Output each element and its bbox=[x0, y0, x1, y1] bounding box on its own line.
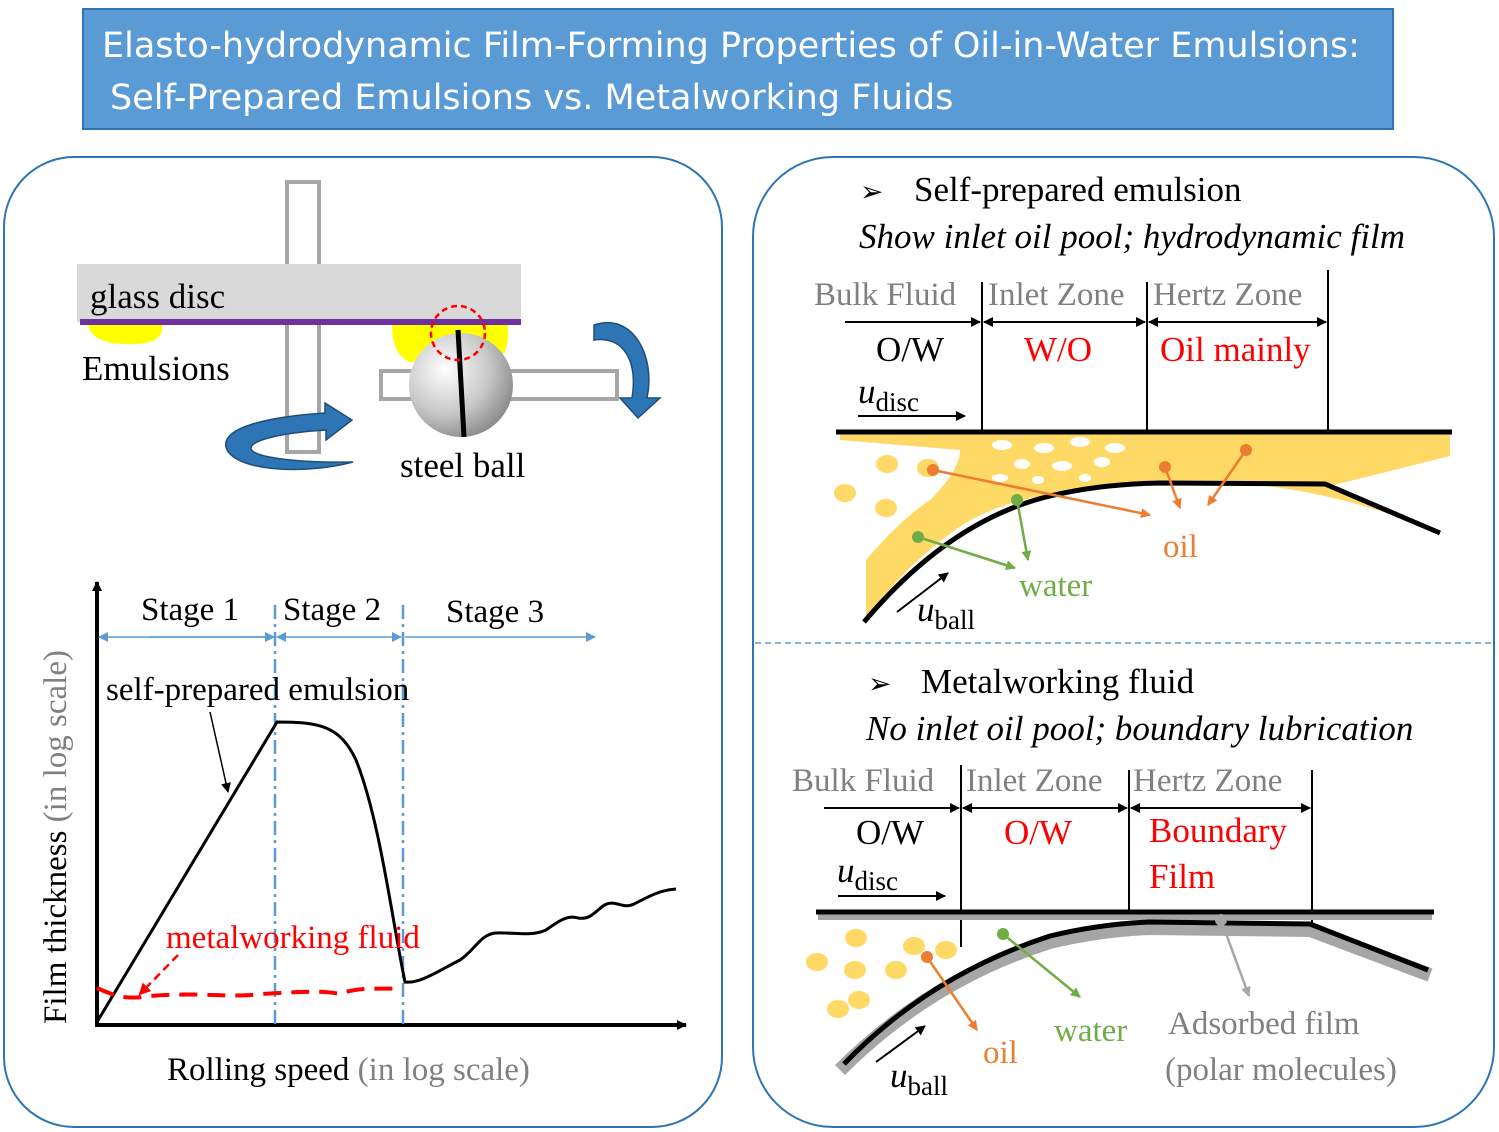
stage3-label: Stage 3 bbox=[446, 594, 544, 630]
self-prepared-title: Self-prepared emulsion bbox=[914, 170, 1242, 209]
right-panel-frame bbox=[752, 156, 1495, 1128]
phase-hertz-bottom-1: Boundary bbox=[1149, 811, 1288, 850]
metalworking-bullet-arrow: ➢ bbox=[868, 667, 891, 700]
phase-inlet-top: W/O bbox=[1024, 330, 1092, 369]
film-thickness-graph: Stage 1 Stage 2 Stage 3 self-prepared em… bbox=[38, 581, 687, 1088]
metalworking-subtitle: No inlet oil pool; boundary lubrication bbox=[865, 709, 1413, 748]
u-ball-arrow-top bbox=[896, 572, 949, 613]
title-line-1: Elasto-hydrodynamic Film-Forming Propert… bbox=[102, 26, 1360, 66]
zone-hertz-bottom: Hertz Zone bbox=[1133, 763, 1282, 799]
water-label-top: water bbox=[1019, 568, 1092, 604]
metalworking-pointer bbox=[138, 954, 179, 996]
zone-inlet-top: Inlet Zone bbox=[988, 277, 1125, 313]
phase-bulk-top: O/W bbox=[876, 330, 944, 369]
zone-hertz-top: Hertz Zone bbox=[1153, 277, 1302, 313]
self-prepared-label: self-prepared emulsion bbox=[106, 672, 409, 708]
oil-pointer-2-top bbox=[1163, 466, 1182, 509]
metalworking-fluid-curve bbox=[96, 986, 401, 1000]
self-prepared-subtitle: Show inlet oil pool; hydrodynamic film bbox=[859, 217, 1405, 256]
title-line-2: Self-Prepared Emulsions vs. Metalworking… bbox=[110, 78, 954, 118]
phase-hertz-top: Oil mainly bbox=[1160, 330, 1311, 369]
disc-purple-layer bbox=[80, 319, 521, 325]
water-pointer-bottom bbox=[1002, 933, 1081, 998]
title-banner: Elasto-hydrodynamic Film-Forming Propert… bbox=[82, 8, 1394, 130]
oil-label-bottom: oil bbox=[983, 1035, 1018, 1071]
contact-highlight-circle bbox=[429, 304, 487, 362]
ball-rotation-arrow bbox=[593, 322, 662, 420]
water-pointer-1-top bbox=[1015, 499, 1032, 561]
metalworking-label: metalworking fluid bbox=[166, 920, 420, 956]
steel-ball-label: steel ball bbox=[400, 446, 526, 485]
zone-bulk-fluid-top: Bulk Fluid bbox=[814, 277, 957, 313]
oil-pointer-bottom bbox=[925, 956, 979, 1031]
stage1-label: Stage 1 bbox=[141, 592, 239, 628]
glass-disc-label: glass disc bbox=[90, 277, 225, 316]
u-disc-label-top: udisc bbox=[858, 372, 919, 417]
adsorbed-film-ball bbox=[835, 920, 1433, 1075]
apparatus-illustration: glass disc Emulsions steel ball bbox=[77, 180, 662, 485]
u-ball-label-top: uball bbox=[917, 590, 975, 635]
oil-label-top: oil bbox=[1163, 529, 1198, 565]
ball-axis-line bbox=[455, 329, 467, 438]
disc-rotation-arrow bbox=[225, 401, 354, 471]
u-disc-label-bottom: udisc bbox=[837, 851, 898, 896]
metalworking-title: Metalworking fluid bbox=[921, 662, 1195, 701]
adsorbed-film-label-2: (polar molecules) bbox=[1165, 1052, 1397, 1088]
glass-disc bbox=[77, 264, 521, 322]
ball-surface-top bbox=[862, 480, 1441, 624]
metalworking-section: ➢ Metalworking fluid No inlet oil pool; … bbox=[792, 662, 1434, 1101]
oil-droplets-bulk-top bbox=[834, 455, 946, 565]
oil-pool-top bbox=[840, 434, 1450, 620]
self-prepared-bullet-arrow: ➢ bbox=[860, 175, 883, 208]
water-label-bottom: water bbox=[1054, 1013, 1127, 1049]
stage2-label: Stage 2 bbox=[283, 592, 381, 628]
x-axis-label: Rolling speed (in log scale) bbox=[167, 1052, 530, 1088]
adsorbed-pointer bbox=[1219, 919, 1251, 997]
left-panel-frame bbox=[3, 156, 723, 1128]
self-prepared-emulsion-curve bbox=[95, 720, 677, 1023]
adsorbed-film-label-1: Adsorbed film bbox=[1168, 1006, 1360, 1042]
oil-pointer-1-top bbox=[932, 468, 1151, 519]
zone-bulk-fluid-bottom: Bulk Fluid bbox=[792, 763, 935, 799]
ball-surface-bottom bbox=[842, 919, 1429, 1066]
oil-droplets-bulk-bottom bbox=[806, 929, 957, 1018]
emulsion-blob-left bbox=[88, 325, 163, 345]
water-droplets-inlet-top bbox=[992, 437, 1125, 484]
phase-hertz-bottom-2: Film bbox=[1149, 857, 1215, 896]
phase-inlet-bottom: O/W bbox=[1004, 813, 1072, 852]
zone-inlet-bottom: Inlet Zone bbox=[966, 763, 1103, 799]
oil-pointer-3-top bbox=[1206, 449, 1248, 506]
u-ball-arrow-bottom bbox=[875, 1025, 926, 1063]
emulsions-label: Emulsions bbox=[82, 349, 230, 388]
u-ball-label-bottom: uball bbox=[890, 1056, 948, 1101]
phase-bulk-bottom: O/W bbox=[856, 813, 924, 852]
water-pointer-2-top bbox=[917, 535, 1016, 571]
self-prepared-pointer bbox=[209, 711, 231, 793]
self-prepared-section: ➢ Self-prepared emulsion Show inlet oil … bbox=[814, 170, 1452, 635]
y-axis-label: Film thickness (in log scale) bbox=[38, 650, 74, 1024]
